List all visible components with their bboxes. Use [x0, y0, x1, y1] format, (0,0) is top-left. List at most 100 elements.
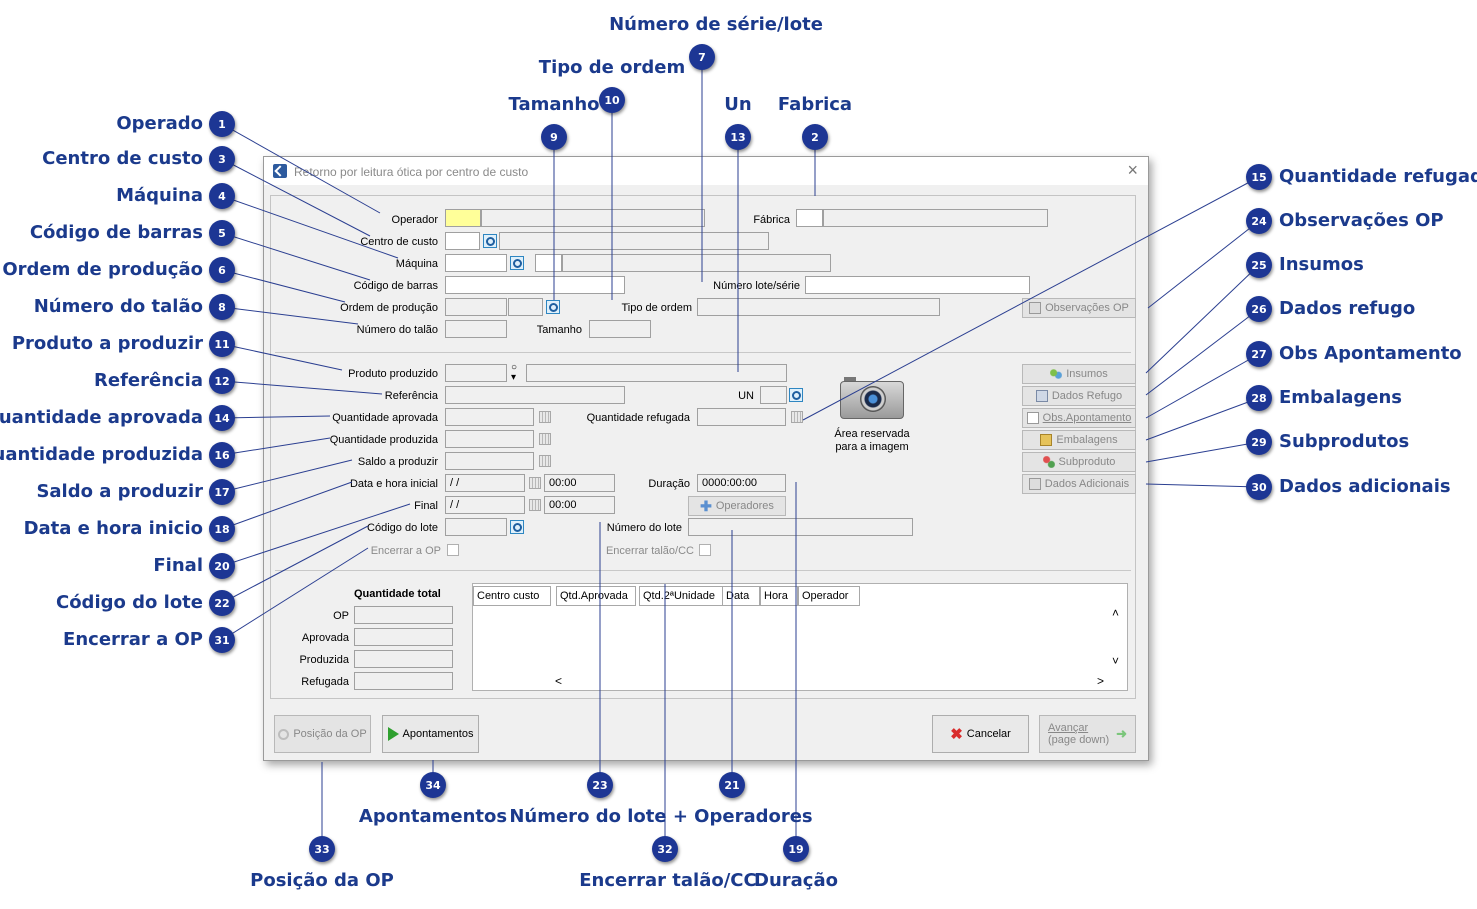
codigo-barras-field[interactable]	[445, 276, 625, 294]
quantidade-produzida-field[interactable]	[445, 430, 534, 448]
total-produzida-field	[354, 650, 453, 668]
dados-refugo-button[interactable]: Dados Refugo	[1022, 386, 1136, 406]
centro-custo-field[interactable]	[445, 232, 480, 250]
calculator-icon[interactable]	[539, 455, 551, 467]
grid-scroll-up[interactable]: ˄	[1112, 606, 1120, 620]
callout-badge-34: 34	[420, 772, 446, 798]
callout-label-5: Código de barras	[29, 222, 203, 243]
cancelar-button[interactable]: ✖ Cancelar	[932, 715, 1029, 753]
callout-leader-line-22	[221, 525, 369, 604]
codigo-barras-label: Código de barras	[353, 280, 438, 292]
image-area-caption: Área reservada para a imagem	[816, 428, 928, 454]
callout-leader-line-15	[802, 176, 1260, 421]
callout-leader-line-31	[221, 547, 369, 641]
final-label: Final	[414, 500, 438, 512]
grid-col-centro-custo[interactable]: Centro custo	[473, 586, 551, 606]
numero-lote-field[interactable]	[688, 518, 913, 536]
document-icon	[1026, 412, 1039, 424]
callout-label-34: Apontamentos	[358, 806, 508, 827]
callout-leader-line-1	[221, 123, 381, 214]
calendar-icon[interactable]	[529, 499, 541, 511]
grid-scroll-right[interactable]: >	[1097, 674, 1105, 688]
operadores-button[interactable]: ✚ Operadores	[688, 496, 786, 516]
embalagens-button[interactable]: Embalagens	[1022, 430, 1136, 450]
observacoes-op-label: Observações OP	[1045, 302, 1129, 314]
callout-leader-line-24	[1147, 220, 1260, 309]
calculator-icon[interactable]	[539, 433, 551, 445]
ordem-producao-search-icon[interactable]	[546, 300, 560, 314]
grid-col-operador[interactable]: Operador	[798, 586, 860, 606]
codigo-lote-field[interactable]	[445, 518, 507, 536]
dados-adicionais-button[interactable]: Dados Adicionais	[1022, 474, 1136, 494]
codigo-lote-label: Código do lote	[367, 522, 438, 534]
avancar-sub-label: (page down)	[1048, 734, 1110, 746]
grid-col-hora[interactable]: Hora	[760, 586, 798, 606]
play-icon	[387, 727, 399, 741]
ordem-producao-field[interactable]	[445, 298, 507, 316]
hora-inicial-field[interactable]: 00:00	[544, 474, 615, 492]
un-label: UN	[738, 390, 754, 402]
callout-leader-line-16	[221, 437, 331, 456]
callout-badge-32: 32	[652, 836, 678, 862]
hora-final-field[interactable]: 00:00	[544, 496, 615, 514]
operador-code-field[interactable]	[445, 209, 481, 227]
duracao-field: 0000:00:00	[697, 474, 786, 492]
ordem-producao-sub-field[interactable]	[508, 298, 543, 316]
callout-badge-13: 13	[725, 124, 751, 150]
un-field[interactable]	[760, 386, 787, 404]
grid-col-qtd-aprovada[interactable]: Qtd.Aprovada	[556, 586, 636, 606]
callout-label-15: Quantidade refugada	[1279, 166, 1477, 187]
callout-badge-30: 30	[1246, 474, 1272, 500]
numero-lote-serie-field[interactable]	[805, 276, 1030, 294]
quantidade-aprovada-field[interactable]	[445, 408, 534, 426]
encerrar-op-label: Encerrar a OP	[370, 545, 441, 557]
subproduto-button[interactable]: Subproduto	[1022, 452, 1136, 472]
observacoes-op-button[interactable]: Observações OP	[1022, 298, 1136, 318]
produto-desc-field	[526, 364, 787, 382]
obs-apontamento-button[interactable]: Obs.Apontamento	[1022, 408, 1136, 428]
callout-label-23: Número do lote + Operadores	[509, 806, 813, 827]
callout-label-2: Fabrica	[777, 94, 853, 115]
close-icon[interactable]: ×	[1127, 160, 1138, 180]
encerrar-talao-checkbox[interactable]	[699, 544, 711, 556]
callout-badge-33: 33	[309, 836, 335, 862]
calculator-icon[interactable]	[539, 411, 551, 423]
window-title: Retorno por leitura ótica por centro de …	[294, 165, 529, 179]
grid-col-qtd-2-unidade[interactable]: Qtd.2ªUnidade	[639, 586, 723, 606]
produto-produzido-field[interactable]	[445, 364, 507, 382]
quantidade-aprovada-label: Quantidade aprovada	[332, 412, 438, 424]
quantidade-refugada-field[interactable]	[697, 408, 786, 426]
callout-badge-1: 1	[209, 111, 235, 137]
data-inicial-field[interactable]: / /	[445, 474, 525, 492]
encerrar-op-checkbox[interactable]	[447, 544, 459, 556]
posicao-op-button[interactable]: Posição da OP	[274, 715, 371, 753]
grid-scroll-down[interactable]: ˅	[1112, 654, 1120, 668]
calculator-icon[interactable]	[791, 411, 803, 423]
total-aprovada-label: Aprovada	[301, 632, 349, 644]
magnifier-icon	[278, 728, 290, 740]
fabrica-code-field[interactable]	[796, 209, 823, 227]
callout-badge-25: 25	[1246, 252, 1272, 278]
insumos-button[interactable]: Insumos	[1022, 364, 1136, 384]
grid-scroll-left[interactable]: <	[555, 674, 563, 688]
centro-custo-search-icon[interactable]	[483, 234, 497, 248]
apontamentos-button[interactable]: Apontamentos	[382, 715, 479, 753]
calendar-icon[interactable]	[529, 477, 541, 489]
un-search-icon[interactable]	[789, 388, 803, 402]
callout-leader-line-11	[221, 343, 343, 371]
title-bar[interactable]: Retorno por leitura ótica por centro de …	[264, 157, 1148, 185]
image-caption-line-1: Área reservada	[834, 428, 910, 440]
maquina-field[interactable]	[445, 254, 507, 272]
callout-badge-7: 7	[689, 44, 715, 70]
codigo-lote-search-icon[interactable]	[510, 520, 524, 534]
avancar-button[interactable]: Avançar (page down) ➜	[1039, 715, 1136, 753]
dados-refugo-label: Dados Refugo	[1051, 390, 1123, 402]
tipo-ordem-label: Tipo de ordem	[621, 302, 692, 314]
produto-search-icon[interactable]: ○▾	[511, 362, 518, 383]
apontamentos-grid[interactable]: Centro custo Qtd.Aprovada Qtd.2ªUnidade …	[472, 583, 1128, 691]
data-final-field[interactable]: / /	[445, 496, 525, 514]
callout-badge-2: 2	[802, 124, 828, 150]
maquina-search-icon[interactable]	[510, 256, 524, 270]
maquina-sub-field[interactable]	[535, 254, 562, 272]
